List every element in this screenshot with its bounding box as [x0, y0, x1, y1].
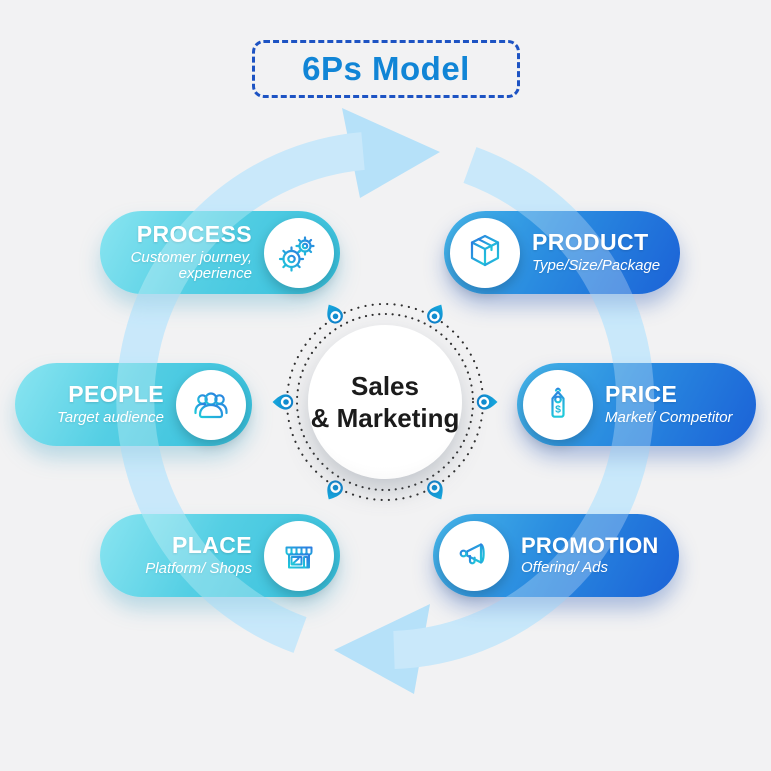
- pin-left-icon: [272, 394, 294, 410]
- pill-product-label: PRODUCT: [532, 229, 649, 256]
- pill-place: PLACE Platform/ Shops: [100, 514, 340, 597]
- clockwise-arrowhead-bottom: [334, 604, 430, 694]
- pill-price-label: PRICE: [605, 381, 678, 408]
- pill-people: PEOPLE Target audience: [15, 363, 252, 446]
- pill-product: PRODUCT Type/Size/Package: [444, 211, 680, 294]
- center-title: Sales & Marketing: [311, 370, 460, 435]
- center-title-line2: & Marketing: [310, 403, 460, 433]
- pill-process-label: PROCESS: [136, 220, 252, 247]
- pill-price-desc: Market/ Competitor: [605, 408, 733, 426]
- pin-right-icon: [476, 394, 498, 410]
- title-box: 6Ps Model: [252, 40, 520, 98]
- page-title: 6Ps Model: [302, 50, 470, 87]
- package-icon: [450, 217, 520, 288]
- gears-icon: [264, 217, 334, 288]
- people-icon: [176, 369, 246, 440]
- pill-process-desc: Customer journey, experience: [130, 248, 252, 283]
- megaphone-icon: [439, 520, 509, 591]
- pill-product-desc: Type/Size/Package: [532, 256, 661, 274]
- pill-process: PROCESS Customer journey, experience: [100, 211, 340, 294]
- pill-place-desc: Platform/ Shops: [145, 559, 252, 577]
- pin-bottom-right-icon: [427, 480, 443, 500]
- pill-people-label: PEOPLE: [68, 381, 164, 408]
- pin-top-left-icon: [327, 304, 343, 324]
- pill-promotion-label: PROMOTION: [521, 532, 659, 558]
- pin-bottom-left-icon: [327, 480, 343, 500]
- center-title-line1: Sales: [351, 370, 419, 401]
- clockwise-arrowhead-top: [342, 108, 440, 198]
- pill-promotion-desc: Offering/ Ads: [521, 559, 608, 577]
- center-circle: Sales & Marketing: [308, 325, 462, 479]
- price-tag-icon: $: [523, 369, 593, 440]
- pill-price: $ PRICE Market/ Competitor: [517, 363, 756, 446]
- storefront-icon: [264, 520, 334, 591]
- pin-top-right-icon: [427, 304, 443, 324]
- pill-people-desc: Target audience: [56, 408, 164, 426]
- pill-promotion: PROMOTION Offering/ Ads: [433, 514, 679, 597]
- pill-place-label: PLACE: [172, 532, 252, 559]
- svg-text:$: $: [555, 403, 561, 415]
